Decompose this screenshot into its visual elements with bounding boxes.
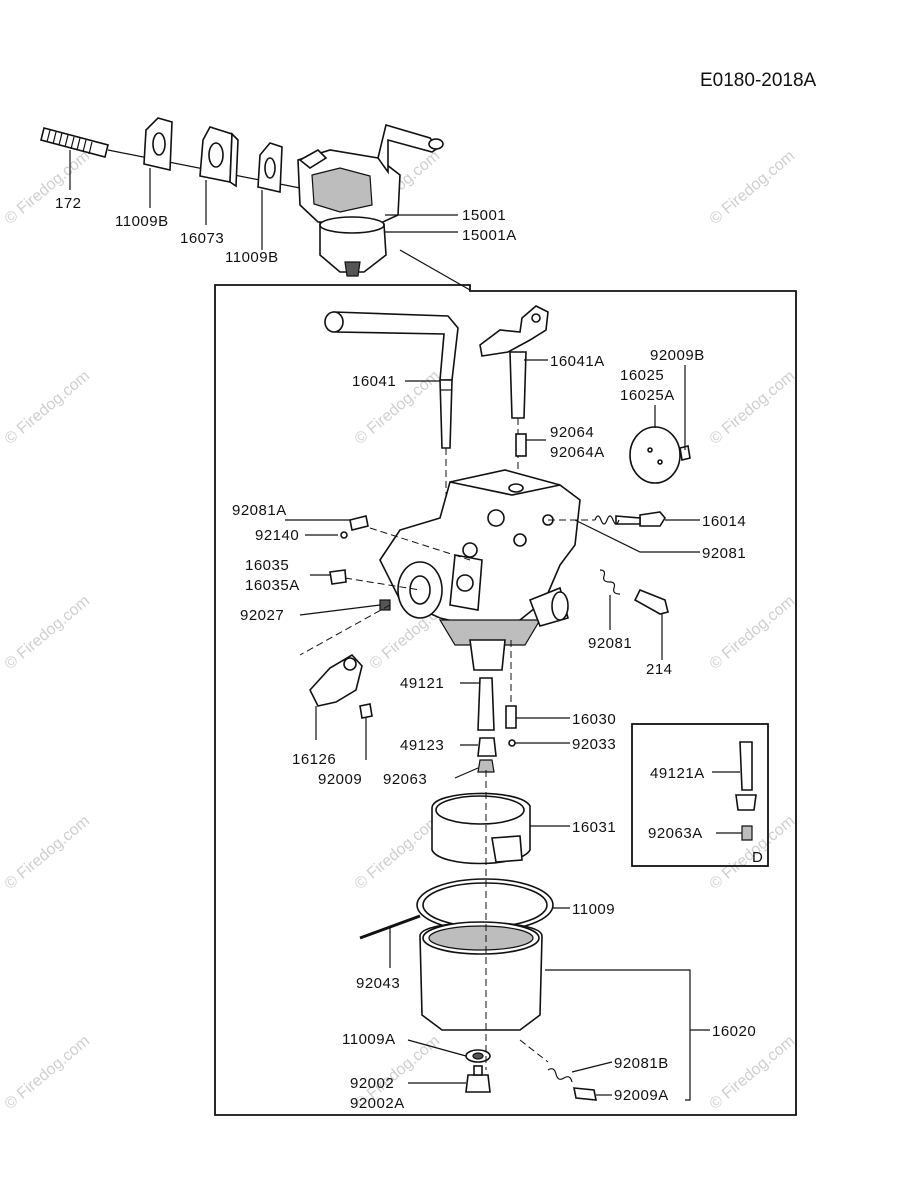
label-92064: 92064: [550, 424, 594, 441]
label-16126: 16126: [292, 751, 336, 768]
label-92081B: 92081B: [614, 1055, 669, 1072]
watermark: © Firedog.com: [2, 812, 93, 893]
label-16030: 16030: [572, 711, 616, 728]
carburetor-assembly-small: [297, 123, 444, 277]
pilot-screw-16014: [615, 511, 700, 527]
float-bowl-16020: [419, 921, 710, 1101]
left-small-parts: [285, 515, 471, 656]
label-92081: 92081: [702, 545, 746, 562]
insulator-16073: [199, 126, 239, 188]
bottom-parts: [407, 1039, 613, 1101]
inset-frame-D: [631, 723, 769, 867]
label-92064A: 92064A: [550, 444, 605, 461]
label-11009: 11009: [572, 901, 615, 918]
choke-lever-16041: [324, 311, 459, 510]
label-92009: 92009: [318, 771, 362, 788]
label-92043: 92043: [356, 975, 400, 992]
label-16025: 16025: [620, 367, 664, 384]
label-16020: 16020: [712, 1023, 756, 1040]
label-15001A: 15001A: [462, 227, 517, 244]
choke-plate-16126: [309, 653, 373, 760]
watermark: © Firedog.com: [707, 592, 798, 673]
top-assembly: [40, 117, 471, 291]
label-49121A: 49121A: [650, 765, 705, 782]
label-16035: 16035: [245, 557, 289, 574]
label-92027: 92027: [240, 607, 284, 624]
float-bowl-gasket-11009: [416, 878, 570, 932]
spring-92081: [548, 515, 700, 553]
label-16014: 16014: [702, 513, 746, 530]
label-92081A: 92081A: [232, 502, 287, 519]
label-16035A: 16035A: [245, 577, 300, 594]
throttle-stop-screw-214: [633, 588, 669, 660]
label-15001: 15001: [462, 207, 506, 224]
label-49123: 49123: [400, 737, 444, 754]
gasket-11009B-a: [143, 117, 173, 171]
label-92009B: 92009B: [650, 347, 705, 364]
watermark-layer: © Firedog.com © Firedog.com © Firedog.co…: [2, 147, 798, 1113]
label-11009B: 11009B: [115, 213, 169, 230]
inset-letter: D: [752, 849, 763, 866]
label-16041: 16041: [352, 373, 396, 390]
label-92063A: 92063A: [648, 825, 703, 842]
label-11009A: 11009A: [342, 1031, 396, 1048]
float-pin-92043: [359, 914, 421, 968]
label-92063: 92063: [383, 771, 427, 788]
label-16073: 16073: [180, 230, 224, 247]
label-92081: 92081: [588, 635, 632, 652]
watermark: © Firedog.com: [2, 592, 93, 673]
watermark: © Firedog.com: [707, 1032, 798, 1113]
label-172: 172: [55, 195, 82, 212]
stud-172: [40, 127, 109, 158]
throttle-shaft-16041A: [479, 305, 549, 490]
watermark: © Firedog.com: [707, 367, 798, 448]
throttle-plate-16025: [629, 365, 691, 484]
detail-frame: [214, 284, 797, 1116]
label-92140: 92140: [255, 527, 299, 544]
label-92002A: 92002A: [350, 1095, 405, 1112]
gasket-11009B-b: [257, 142, 283, 193]
inset-parts: [712, 741, 757, 841]
label-92002: 92002: [350, 1075, 394, 1092]
watermark: © Firedog.com: [352, 812, 443, 893]
carburetor-body: [379, 469, 581, 671]
float-16031: [431, 792, 570, 865]
jet-stack: [454, 640, 570, 779]
spring-92081-b: [599, 569, 621, 630]
label-92009A: 92009A: [614, 1087, 669, 1104]
diagram-code: E0180-2018A: [700, 70, 817, 91]
label-11009B: 11009B: [225, 249, 279, 266]
watermark: © Firedog.com: [707, 147, 798, 228]
watermark: © Firedog.com: [2, 1032, 93, 1113]
watermark: © Firedog.com: [2, 367, 93, 448]
screw-92064: [515, 433, 546, 457]
watermark: © Firedog.com: [2, 147, 93, 228]
label-214: 214: [646, 661, 673, 678]
label-16031: 16031: [572, 819, 616, 836]
label-49121: 49121: [400, 675, 444, 692]
label-16025A: 16025A: [620, 387, 675, 404]
label-92033: 92033: [572, 736, 616, 753]
label-16041A: 16041A: [550, 353, 605, 370]
